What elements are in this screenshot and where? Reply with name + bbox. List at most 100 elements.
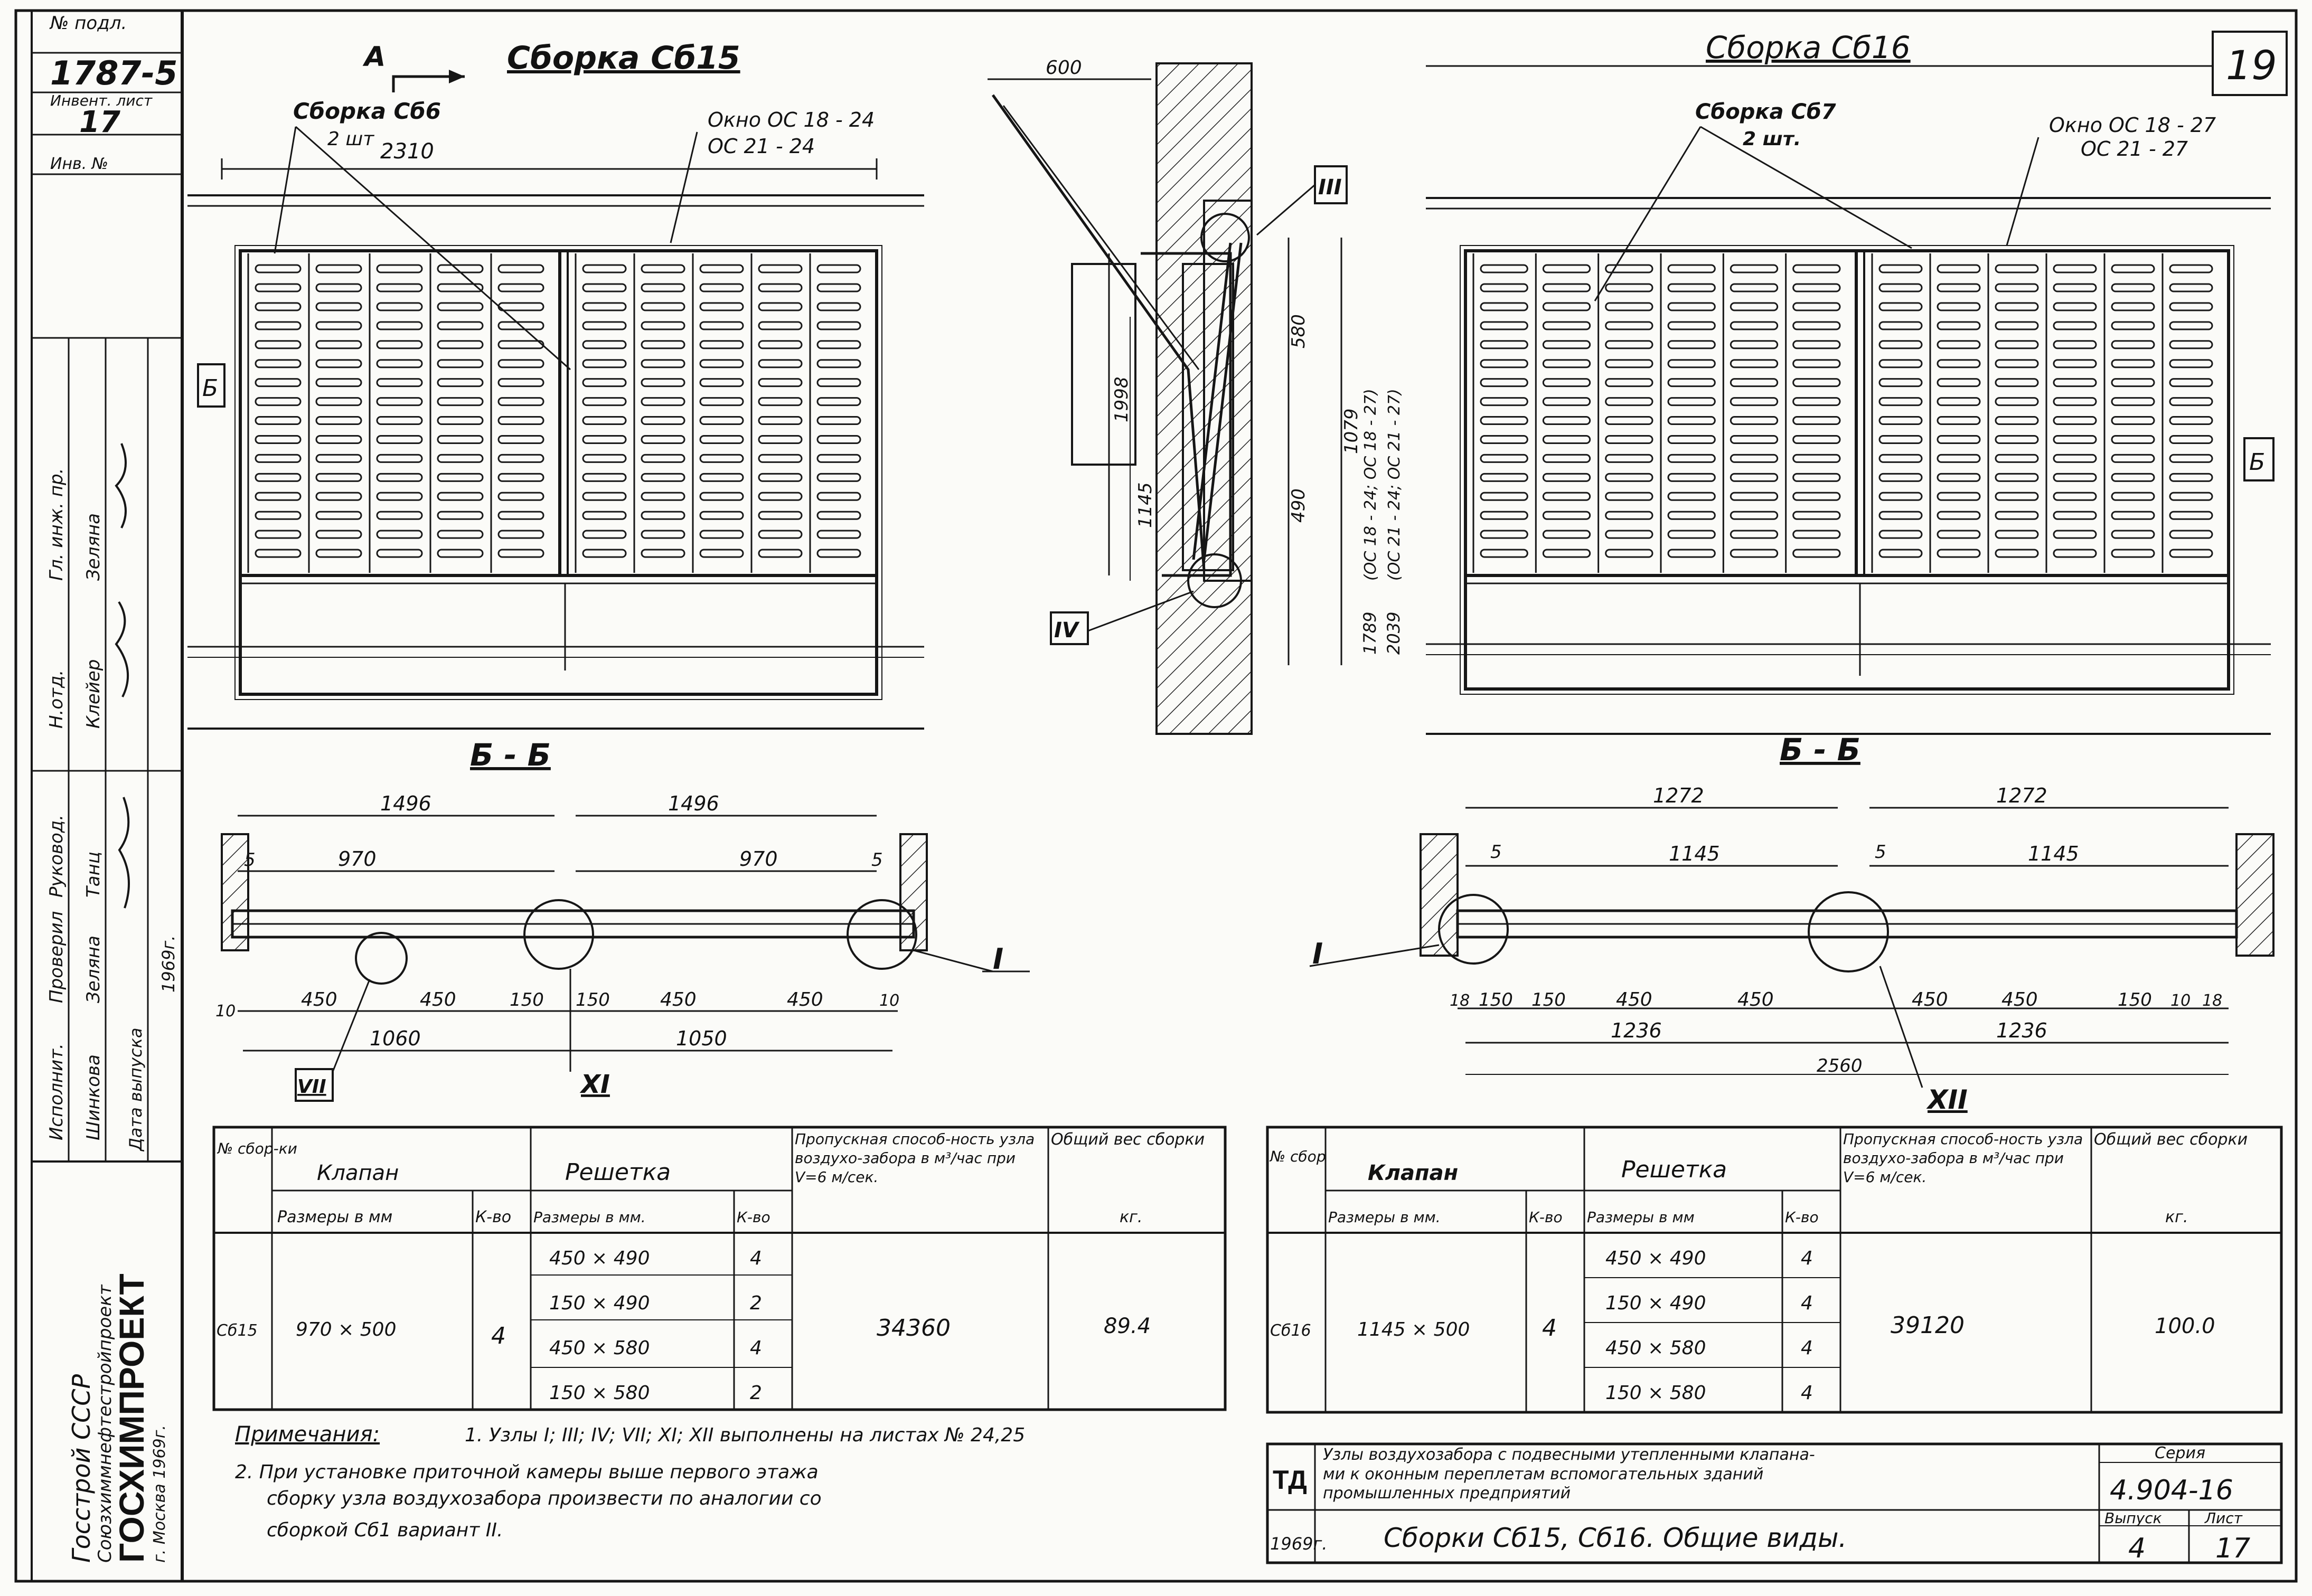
tr-h-weight-unit: кг. — [2165, 1208, 2188, 1226]
outer-frame — [14, 9, 2298, 1583]
grille-slot — [1937, 378, 1981, 388]
grille-slot — [2053, 435, 2097, 444]
left-callout-qty: 2 шт — [327, 128, 374, 150]
grille-slot — [699, 549, 744, 558]
left-callout-window-1: Окно ОС 18 - 24 — [708, 108, 875, 131]
grille-slot — [1878, 321, 1923, 330]
grille-slot — [1542, 416, 1591, 425]
right-sec-gap-right: 5 — [1875, 842, 1886, 863]
grille-slot — [699, 397, 744, 407]
tr-grille-size-4: 150 × 580 — [1605, 1382, 1706, 1404]
grille-slot — [641, 283, 685, 292]
grille-slot — [1937, 264, 1981, 273]
grille-slot — [758, 378, 803, 388]
mid-dim-580: 580 — [1288, 314, 1309, 348]
grille-slot — [1937, 283, 1981, 292]
node-label-iv: IV — [1054, 618, 1080, 643]
name-1: Шинкова — [83, 1054, 104, 1140]
grille-slot — [1730, 283, 1779, 292]
tr-h-valve: Клапан — [1368, 1161, 1458, 1185]
right-node-xii: XII — [1926, 1084, 1968, 1115]
tl-h-weight: Общий вес сборки — [1051, 1130, 1205, 1149]
tl-h-no: № сбор-ки — [217, 1140, 297, 1157]
tl-h-valve: Клапан — [317, 1161, 399, 1185]
grille-slot — [315, 492, 362, 501]
grille-slot — [1878, 473, 1923, 482]
grille-slot — [497, 473, 544, 482]
grille-slot — [2169, 302, 2213, 311]
mid-dim-1079: 1079 — [1341, 408, 1362, 454]
grille-slot — [315, 473, 362, 482]
grille-slot — [582, 549, 627, 558]
tr-row-no: Сб16 — [1270, 1321, 1311, 1340]
grille-slot — [2053, 511, 2097, 520]
grille-slot — [1605, 359, 1653, 369]
right-grille-slots — [1472, 253, 2213, 573]
tb-series: 4.904-16 — [2110, 1475, 2233, 1506]
grille-slot — [1995, 435, 2039, 444]
grille-slot — [1792, 359, 1841, 369]
grille-slot — [2053, 359, 2097, 369]
grille-slot — [255, 549, 302, 558]
grille-slot — [2111, 378, 2155, 388]
grille-slot — [816, 264, 861, 273]
grille-slot — [1937, 530, 1981, 539]
grille-slot — [2111, 530, 2155, 539]
grille-slot — [1995, 397, 2039, 407]
right-callout-qty: 2 шт. — [1743, 128, 1801, 150]
role-3: Руковод. — [46, 815, 67, 898]
grille-slot — [1605, 321, 1653, 330]
grille-slot — [816, 549, 861, 558]
right-view-title: Сборка Сб16 — [1706, 30, 1911, 65]
grille-slot — [1995, 359, 2039, 369]
grille-slot — [1542, 492, 1591, 501]
grille-slot — [376, 454, 423, 463]
signatures — [115, 443, 130, 909]
grille-slot — [2053, 397, 2097, 407]
grille-slot — [437, 435, 484, 444]
archive-sheet-label: Инвент. лист — [50, 92, 153, 109]
grille-slot — [1605, 302, 1653, 311]
grille-slot — [497, 530, 544, 539]
grille-slot — [315, 340, 362, 350]
grille-slot — [2053, 378, 2097, 388]
grille-slot — [437, 378, 484, 388]
grille-slot — [376, 549, 423, 558]
tl-grille-qty-2: 2 — [750, 1292, 762, 1314]
grille-slot — [1937, 416, 1981, 425]
left-sec-b-1: 450 — [301, 989, 337, 1011]
grille-slot — [641, 302, 685, 311]
grille-slot — [1878, 530, 1923, 539]
left-sec-total-1: 1060 — [370, 1027, 421, 1050]
grille-slot — [2169, 264, 2213, 273]
mid-dim-1145: 1145 — [1135, 482, 1156, 528]
grille-slot — [1937, 473, 1981, 482]
grille-slot — [2053, 473, 2097, 482]
grille-slot — [255, 530, 302, 539]
left-sec-b-5: 450 — [660, 989, 697, 1011]
grille-slot — [2111, 492, 2155, 501]
grille-slot — [582, 511, 627, 520]
grille-slot — [582, 283, 627, 292]
grille-slot — [758, 302, 803, 311]
left-sec-b-0: 10 — [215, 1002, 236, 1021]
grille-slot — [497, 321, 544, 330]
left-sec-b-4: 150 — [576, 989, 610, 1011]
grille-slot — [1937, 321, 1981, 330]
grille-slot — [582, 416, 627, 425]
notes-line-2c: сборкой Сб1 вариант II. — [267, 1519, 503, 1541]
right-sec-b-1: 150 — [1479, 989, 1513, 1011]
grille-slot — [1480, 530, 1528, 539]
left-sec-dim-top-1: 1496 — [380, 792, 431, 815]
grille-slot — [1937, 302, 1981, 311]
right-sec-center-dim: 2560 — [1817, 1055, 1863, 1076]
grille-slot — [1605, 340, 1653, 350]
grille-slot — [641, 359, 685, 369]
grille-slot — [255, 473, 302, 482]
right-callout-window-1: Окно ОС 18 - 27 — [2049, 114, 2216, 137]
grille-slot — [1792, 473, 1841, 482]
grille-slot — [1792, 321, 1841, 330]
left-callout-assembly: Сборка Сб6 — [293, 98, 441, 124]
grille-slot — [315, 549, 362, 558]
mid-dim-top: 600 — [1046, 57, 1082, 79]
